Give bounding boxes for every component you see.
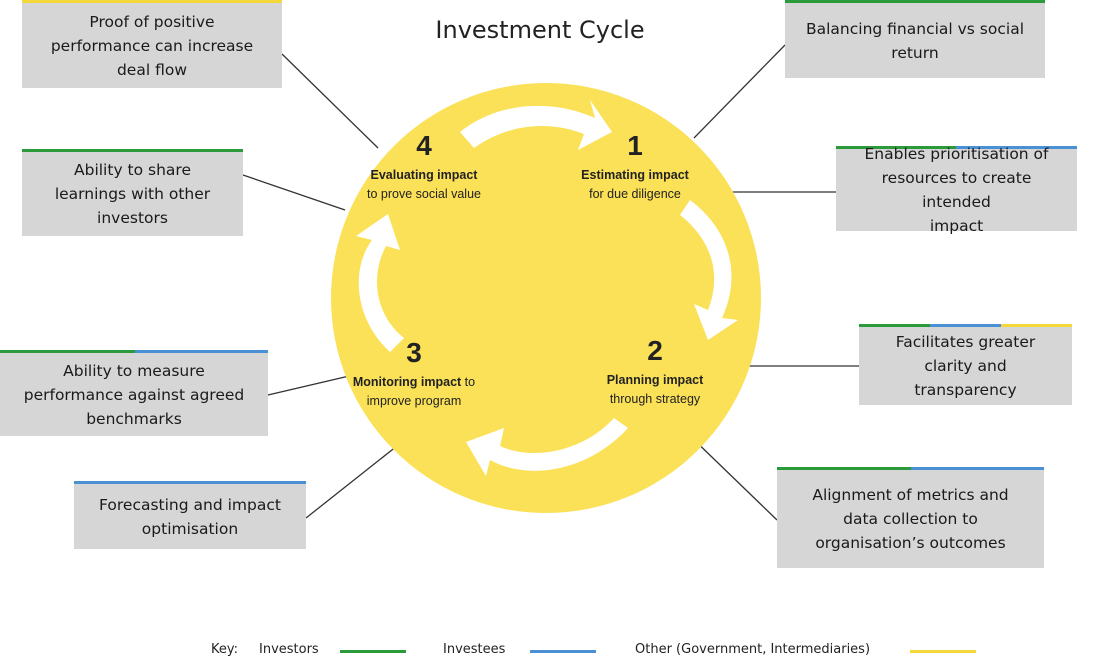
key-investors-label: Investors (259, 642, 319, 657)
connector-proof (281, 53, 379, 149)
stage-label-rest: through strategy (609, 392, 701, 406)
bar-investees (74, 481, 306, 484)
box-line: investors (97, 209, 168, 227)
box-text: Forecasting and impact optimisation (99, 493, 281, 541)
key-investors-line (340, 650, 406, 653)
box-line: transparency (914, 381, 1017, 399)
box-text: Ability to measure performance against ag… (24, 359, 245, 431)
box-forecast: Forecasting and impact optimisation (74, 484, 306, 549)
box-line: performance can increase (50, 36, 254, 55)
bar-other (1001, 324, 1072, 327)
stage-label-rest: to (461, 375, 476, 389)
box-line: deal flow (116, 60, 187, 79)
box-line: organisation’s outcomes (815, 534, 1006, 552)
box-line: Ability to share (74, 161, 191, 179)
stage-label-bold: Planning impact (606, 373, 704, 387)
box-measure: Ability to measure performance against ag… (0, 353, 268, 436)
bar-investors (0, 350, 135, 353)
bar-investors (836, 146, 956, 149)
bar-investees (956, 146, 1077, 149)
stage-label-rest: to prove social value (367, 187, 481, 201)
box-line: data collection to (843, 510, 978, 528)
box-line: optimisation (141, 519, 239, 538)
bar-investors (777, 467, 911, 470)
connector-forecast (305, 441, 403, 519)
stage-label: Evaluating impact to prove social value (314, 166, 534, 204)
box-line: resources to create intended (881, 169, 1032, 211)
stage-label: Monitoring impact to improve program (304, 373, 524, 411)
bar-other (22, 0, 282, 3)
arrow-3-to-4 (356, 214, 404, 352)
connector-share (242, 174, 346, 211)
box-clarity: Facilitates greater clarity and transparen… (859, 327, 1072, 405)
bar-investors (22, 149, 243, 152)
key-other-label: Other (Government, Intermediaries) (635, 642, 871, 657)
box-share: Ability to share learnings with other inve… (22, 152, 243, 236)
box-line: Balancing financial vs social (805, 19, 1024, 38)
bar-investees (930, 324, 1001, 327)
stage-number: 3 (406, 337, 422, 368)
stage-label-rest: for due diligence (589, 187, 681, 201)
box-alignment: Alignment of metrics and data collection … (777, 470, 1044, 568)
box-line: Enables prioritisation of (864, 145, 1049, 163)
box-balance: Balancing financial vs social return (785, 3, 1045, 78)
stage-label: Estimating impact for due diligence (525, 166, 745, 204)
box-text: Ability to share learnings with other inve… (55, 158, 210, 230)
arrow-1-to-2 (680, 200, 738, 340)
stage-label-bold: Estimating impact (581, 168, 689, 182)
stage-4: 4 Evaluating impact to prove social value (314, 130, 534, 204)
page-title: Investment Cycle (435, 16, 645, 44)
box-text: Proof of positive performance can increas… (51, 10, 253, 82)
stage-number: 2 (647, 335, 663, 366)
box-text: Alignment of metrics and data collection … (812, 483, 1008, 555)
stage-2: 2 Planning impact through strategy (545, 335, 765, 409)
box-line: Proof of positive (89, 12, 215, 31)
stage-label-bold: Evaluating impact (370, 168, 478, 182)
box-line: return (891, 43, 939, 62)
box-line: Ability to measure (63, 361, 205, 380)
stage-3: 3 Monitoring impact to improve program (304, 337, 524, 411)
box-line: learnings with other (54, 185, 211, 203)
box-prioritise: Enables prioritisation of resources to cr… (836, 145, 1077, 235)
cycle-arrows (356, 100, 738, 476)
cycle-circle (331, 83, 761, 513)
box-text: Facilitates greater clarity and transparen… (896, 330, 1036, 402)
bar-investors (859, 324, 930, 327)
box-proof: Proof of positive performance can increas… (22, 3, 282, 88)
box-line: impact (929, 217, 984, 235)
box-line: benchmarks (86, 409, 182, 428)
stage-number: 1 (627, 130, 643, 161)
key-other-line (910, 650, 976, 653)
box-line: performance against agreed (23, 385, 245, 404)
box-text: Balancing financial vs social return (806, 17, 1024, 65)
stage-label-bold: Monitoring impact (352, 375, 462, 389)
stage-1: 1 Estimating impact for due diligence (525, 130, 745, 204)
connector-balance (693, 44, 786, 139)
stage-label: Planning impact through strategy (545, 371, 765, 409)
key-investees-line (530, 650, 596, 653)
bar-investors (785, 0, 1045, 3)
key-label: Key: (211, 642, 239, 657)
box-line: clarity and (924, 357, 1007, 375)
box-line: Forecasting and impact (99, 495, 281, 514)
arrow-2-to-3 (466, 418, 628, 476)
bar-investees (911, 467, 1044, 470)
box-text: Enables prioritisation of resources to cr… (846, 142, 1067, 238)
box-line: Alignment of metrics and (812, 486, 1009, 504)
stage-label-line2: improve program (366, 394, 462, 408)
bar-investees (135, 350, 268, 353)
stage-number: 4 (416, 130, 432, 161)
arrow-4-to-1 (460, 100, 612, 150)
box-line: Facilitates greater (895, 333, 1036, 351)
key-investees-label: Investees (443, 642, 506, 657)
